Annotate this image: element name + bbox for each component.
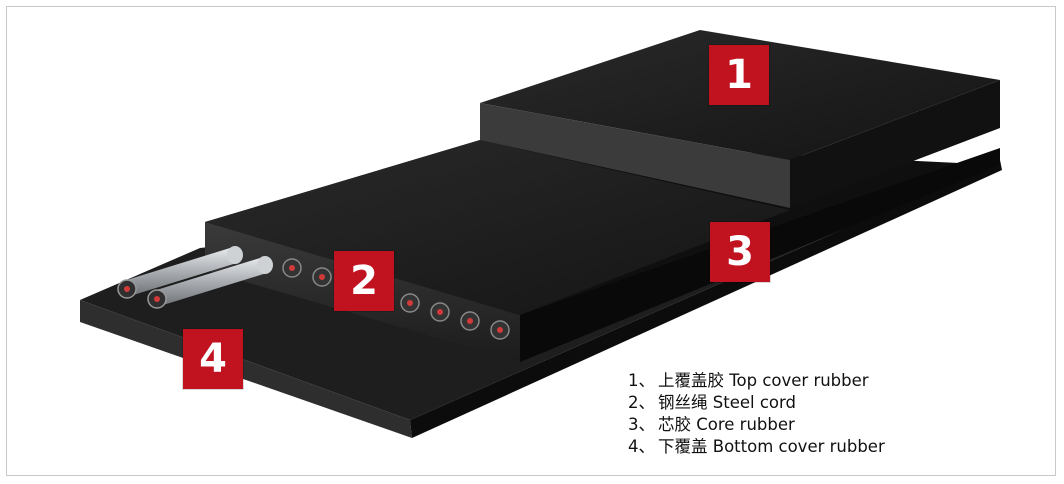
badge-bottom-cover: 4 — [183, 329, 243, 389]
steel-cord-strands — [117, 246, 273, 309]
legend-label: 下覆盖 Bottom cover rubber — [658, 437, 885, 456]
legend-item-core-rubber: 3、芯胶 Core rubber — [628, 414, 885, 436]
legend-index: 2、 — [628, 393, 655, 412]
badge-steel-cord: 2 — [334, 251, 394, 311]
legend-label: 芯胶 Core rubber — [658, 415, 795, 434]
legend-index: 1、 — [628, 371, 655, 390]
legend-item-steel-cord: 2、钢丝绳 Steel cord — [628, 392, 885, 414]
legend-index: 4、 — [628, 437, 655, 456]
badge-top-cover: 1 — [709, 45, 769, 105]
legend-item-bottom-cover: 4、下覆盖 Bottom cover rubber — [628, 436, 885, 458]
core-top-surface — [205, 140, 790, 315]
legend-item-top-cover: 1、上覆盖胶 Top cover rubber — [628, 370, 885, 392]
legend-label: 钢丝绳 Steel cord — [658, 393, 796, 412]
steel-cord-ends — [282, 258, 510, 340]
badge-core-rubber: 3 — [710, 222, 770, 282]
legend-index: 3、 — [628, 415, 655, 434]
legend-label: 上覆盖胶 Top cover rubber — [658, 371, 869, 390]
legend: 1、上覆盖胶 Top cover rubber 2、钢丝绳 Steel cord… — [628, 370, 885, 458]
